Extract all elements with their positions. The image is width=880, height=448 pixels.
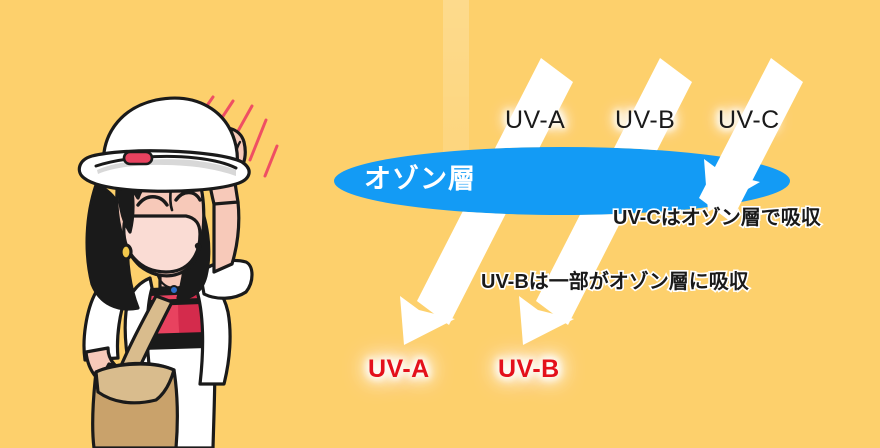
uv-a-bottom-label: UV-A — [368, 355, 430, 383]
belt — [142, 332, 207, 350]
uv-b-arrowhead — [519, 296, 574, 345]
hat-tag — [122, 150, 154, 166]
uv-c-absorption-note: UV-Cはオゾン層で吸収 — [611, 206, 822, 229]
uv-a-top-label: UV-A — [505, 106, 566, 134]
uv-a-arrowhead — [400, 296, 455, 345]
uv-c-absorption-note-text: UV-Cはオゾン層で吸収 — [611, 206, 822, 229]
ozone-layer-label: オゾン層 — [364, 164, 476, 194]
earring — [119, 243, 133, 261]
face-mask — [122, 214, 202, 274]
uv-c-top-label: UV-C — [718, 106, 780, 134]
uv-b-absorption-note: UV-Bは一部がオゾン層に吸収 — [479, 270, 750, 293]
mole — [194, 242, 202, 250]
bag-flap — [94, 362, 176, 405]
necklace-gem — [169, 285, 179, 295]
left-eye-closed — [136, 195, 169, 207]
hat-band — [94, 154, 238, 170]
uv-b-absorption-note-text: UV-Bは一部がオゾン層に吸収 — [479, 270, 750, 293]
uv-b-top-label: UV-B — [615, 106, 676, 134]
uv-c-arrowhead — [704, 159, 760, 212]
ozone-ellipse — [334, 147, 790, 215]
uv-b-bottom-label: UV-B — [498, 355, 560, 383]
right-eye-closed — [174, 190, 202, 202]
